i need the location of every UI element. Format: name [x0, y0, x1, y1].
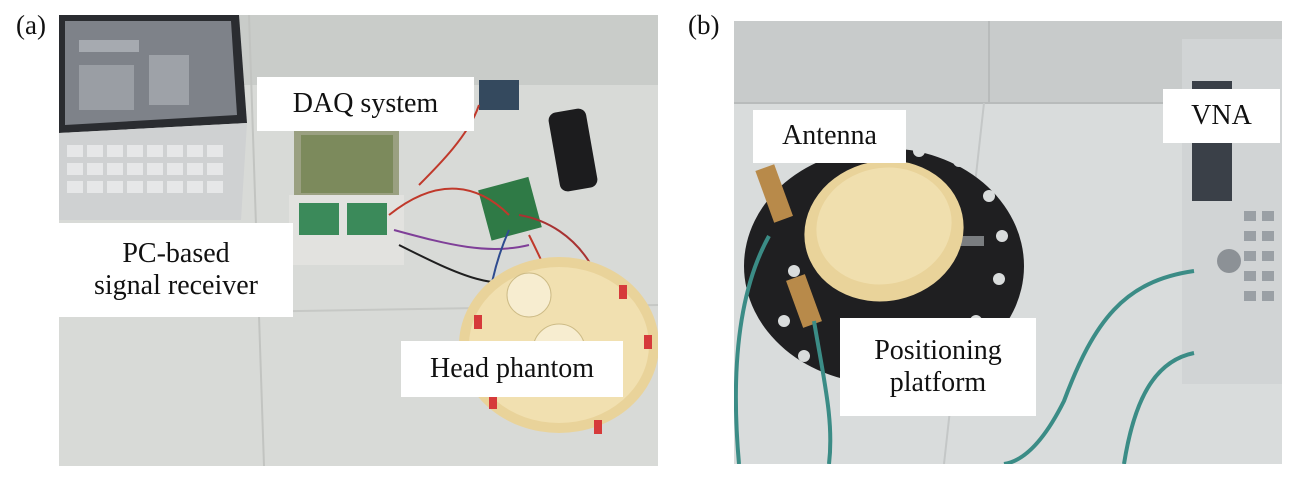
- positioning-platform-label: Positioning platform: [840, 318, 1036, 416]
- head-phantom-label: Head phantom: [401, 341, 623, 397]
- daq-system-label: DAQ system: [257, 77, 474, 131]
- positioning-platform-text-line2: platform: [889, 367, 987, 398]
- pc-receiver-text-line1: PC-based: [122, 237, 230, 269]
- daq-board-icon: [289, 130, 404, 265]
- panel-letter-a: (a): [16, 10, 46, 40]
- head-phantom-text: Head phantom: [429, 352, 595, 384]
- positioning-platform-text-line1: Positioning: [874, 334, 1002, 366]
- photo-vna-setup: Antenna VNA Positioning platform: [734, 21, 1282, 464]
- pc-receiver-text-line2: signal receiver: [93, 270, 259, 301]
- pc-receiver-label: PC-based signal receiver: [59, 223, 293, 317]
- photo-daq-setup: DAQ system PC-based signal receiver Head…: [59, 15, 658, 466]
- antenna-text: Antenna: [782, 120, 877, 152]
- vna-label: VNA: [1163, 89, 1280, 143]
- laptop-icon: [59, 15, 247, 220]
- daq-system-text: DAQ system: [292, 87, 439, 119]
- antenna-label: Antenna: [753, 110, 906, 163]
- vna-text: VNA: [1191, 99, 1252, 131]
- panel-letter-b: (b): [688, 10, 720, 40]
